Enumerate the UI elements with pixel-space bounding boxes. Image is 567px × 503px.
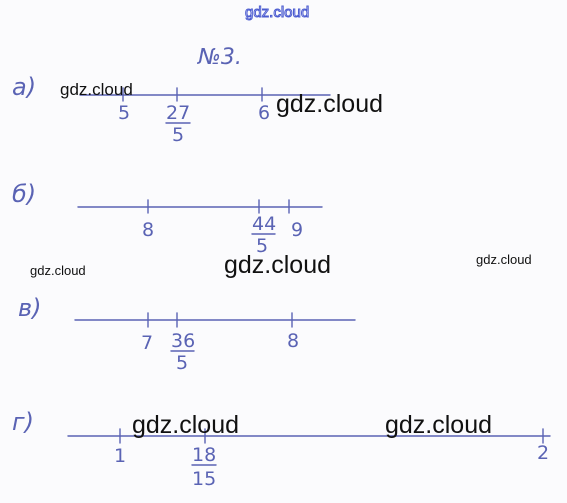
part-a-fraction-numerator: 27	[166, 102, 190, 124]
watermark-3: gdz.cloud	[30, 263, 86, 278]
part-v-fraction-denominator: 5	[176, 352, 188, 374]
part-v-right-label: 8	[287, 330, 299, 352]
watermark-4: gdz.cloud	[224, 251, 331, 279]
part-g-left-label: 1	[114, 445, 126, 467]
part-b-left-label: 8	[142, 219, 154, 241]
part-v: в) 7 36 5 8	[18, 294, 356, 374]
part-g-right-label: 2	[537, 442, 549, 464]
part-a-right-label: 6	[258, 102, 270, 124]
part-g-fraction-numerator: 18	[192, 444, 216, 466]
part-b-letter: б)	[12, 180, 36, 208]
watermark-6: gdz.cloud	[132, 411, 239, 439]
part-a-letter: а)	[12, 73, 36, 101]
watermark-7: gdz.cloud	[385, 411, 492, 439]
top-watermark: gdz.cloud	[245, 4, 309, 21]
part-b-fraction-numerator: 44	[252, 213, 276, 235]
part-a-left-label: 5	[118, 102, 130, 124]
watermark-1: gdz.cloud	[60, 80, 133, 99]
part-b-fraction-denominator: 5	[256, 235, 268, 257]
part-b: б) 8 44 5 9	[12, 180, 323, 257]
part-a-fraction-denominator: 5	[172, 124, 184, 146]
watermark-2: gdz.cloud	[276, 90, 383, 118]
part-g-letter: г)	[12, 408, 34, 436]
part-g: г) 1 18 15 2	[12, 408, 551, 490]
part-b-right-label: 9	[291, 219, 303, 241]
part-v-letter: в)	[18, 294, 42, 322]
part-g-fraction-denominator: 15	[192, 468, 216, 490]
part-a: а) 5 27 5 6	[12, 73, 331, 146]
part-v-fraction-numerator: 36	[171, 330, 195, 352]
part-v-left-label: 7	[141, 332, 153, 354]
exercise-title: №3.	[197, 45, 242, 70]
watermark-5: gdz.cloud	[476, 252, 532, 267]
